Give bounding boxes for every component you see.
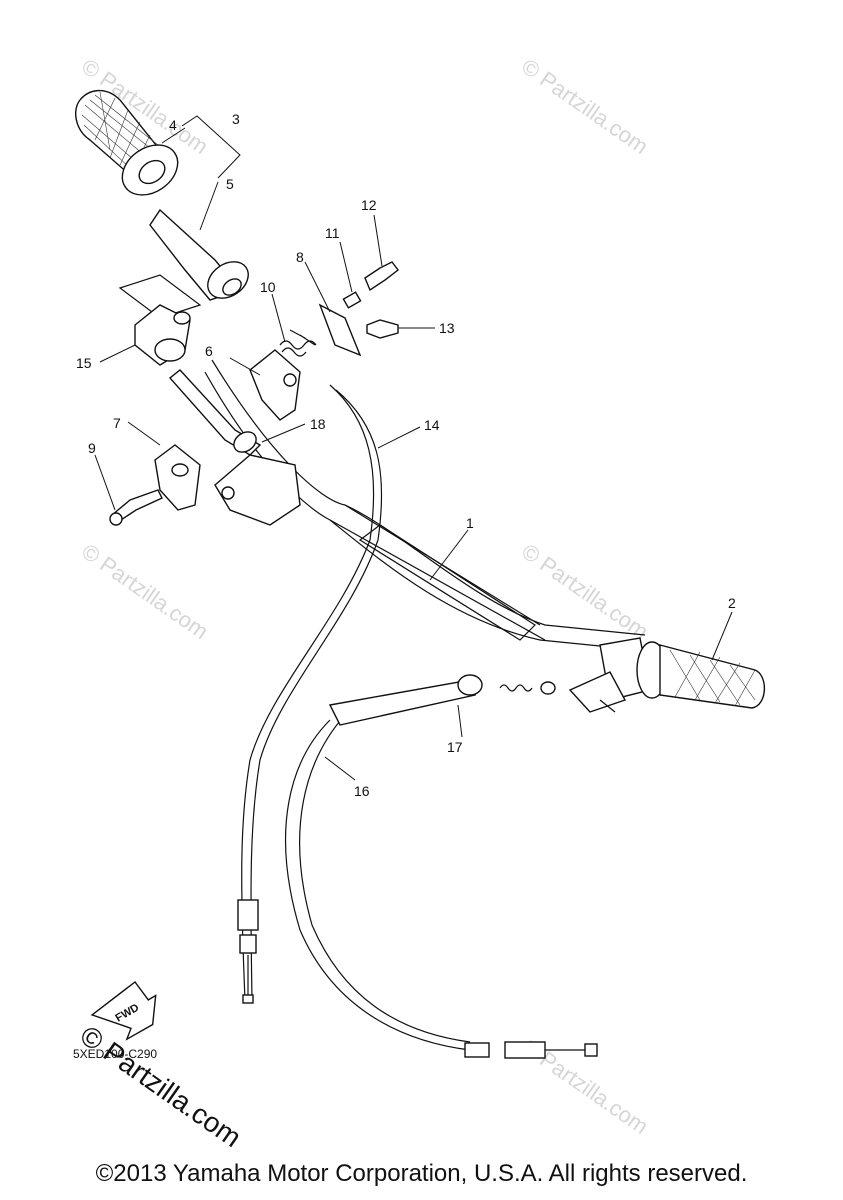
callout-6: 6 — [205, 343, 213, 359]
callout-13: 13 — [439, 320, 455, 336]
callout-16: 16 — [354, 783, 370, 799]
callout-14: 14 — [424, 417, 440, 433]
watermark-4: © Partzilla.com — [517, 539, 653, 645]
callout-10: 10 — [260, 279, 276, 295]
callout-11: 11 — [325, 225, 340, 241]
diagram-code: 5XED100-C290 — [73, 1047, 157, 1061]
callout-12: 12 — [361, 197, 377, 213]
leader-lines — [94, 115, 733, 781]
callout-5: 5 — [226, 176, 234, 192]
callout-3: 3 — [232, 111, 240, 127]
left-grip — [74, 89, 179, 196]
watermark-2: © Partzilla.com — [517, 54, 653, 160]
right-grip — [568, 637, 766, 713]
cable-guide — [249, 349, 301, 421]
handlebar — [204, 359, 646, 651]
callout-7: 7 — [113, 415, 121, 431]
bar-holder — [214, 454, 301, 526]
watermark-3: © Partzilla.com — [77, 539, 213, 645]
callout-18: 18 — [310, 416, 326, 432]
callouts: 1 2 3 4 5 6 7 8 9 10 11 12 13 14 15 16 1… — [76, 111, 736, 799]
callout-4: 4 — [169, 117, 177, 133]
callout-2: 2 — [728, 595, 736, 611]
throttle-housing — [118, 274, 202, 366]
callout-17: 17 — [447, 739, 463, 755]
callout-9: 9 — [88, 440, 96, 456]
clutch-cable — [285, 679, 598, 1059]
throttle-tube — [149, 208, 249, 301]
spring — [279, 340, 317, 357]
fwd-arrow: FWD — [90, 980, 157, 1041]
clamp-and-bolt — [109, 444, 201, 526]
callout-1: 1 — [466, 515, 474, 531]
copyright-notice: ©2013 Yamaha Motor Corporation, U.S.A. A… — [95, 1160, 748, 1187]
throttle-cable — [237, 384, 383, 1004]
adjuster — [457, 674, 556, 696]
watermark-large: © Partzilla.com — [75, 1020, 247, 1154]
callout-15: 15 — [76, 355, 92, 371]
callout-8: 8 — [296, 249, 304, 265]
bracket-and-screws — [289, 261, 399, 357]
